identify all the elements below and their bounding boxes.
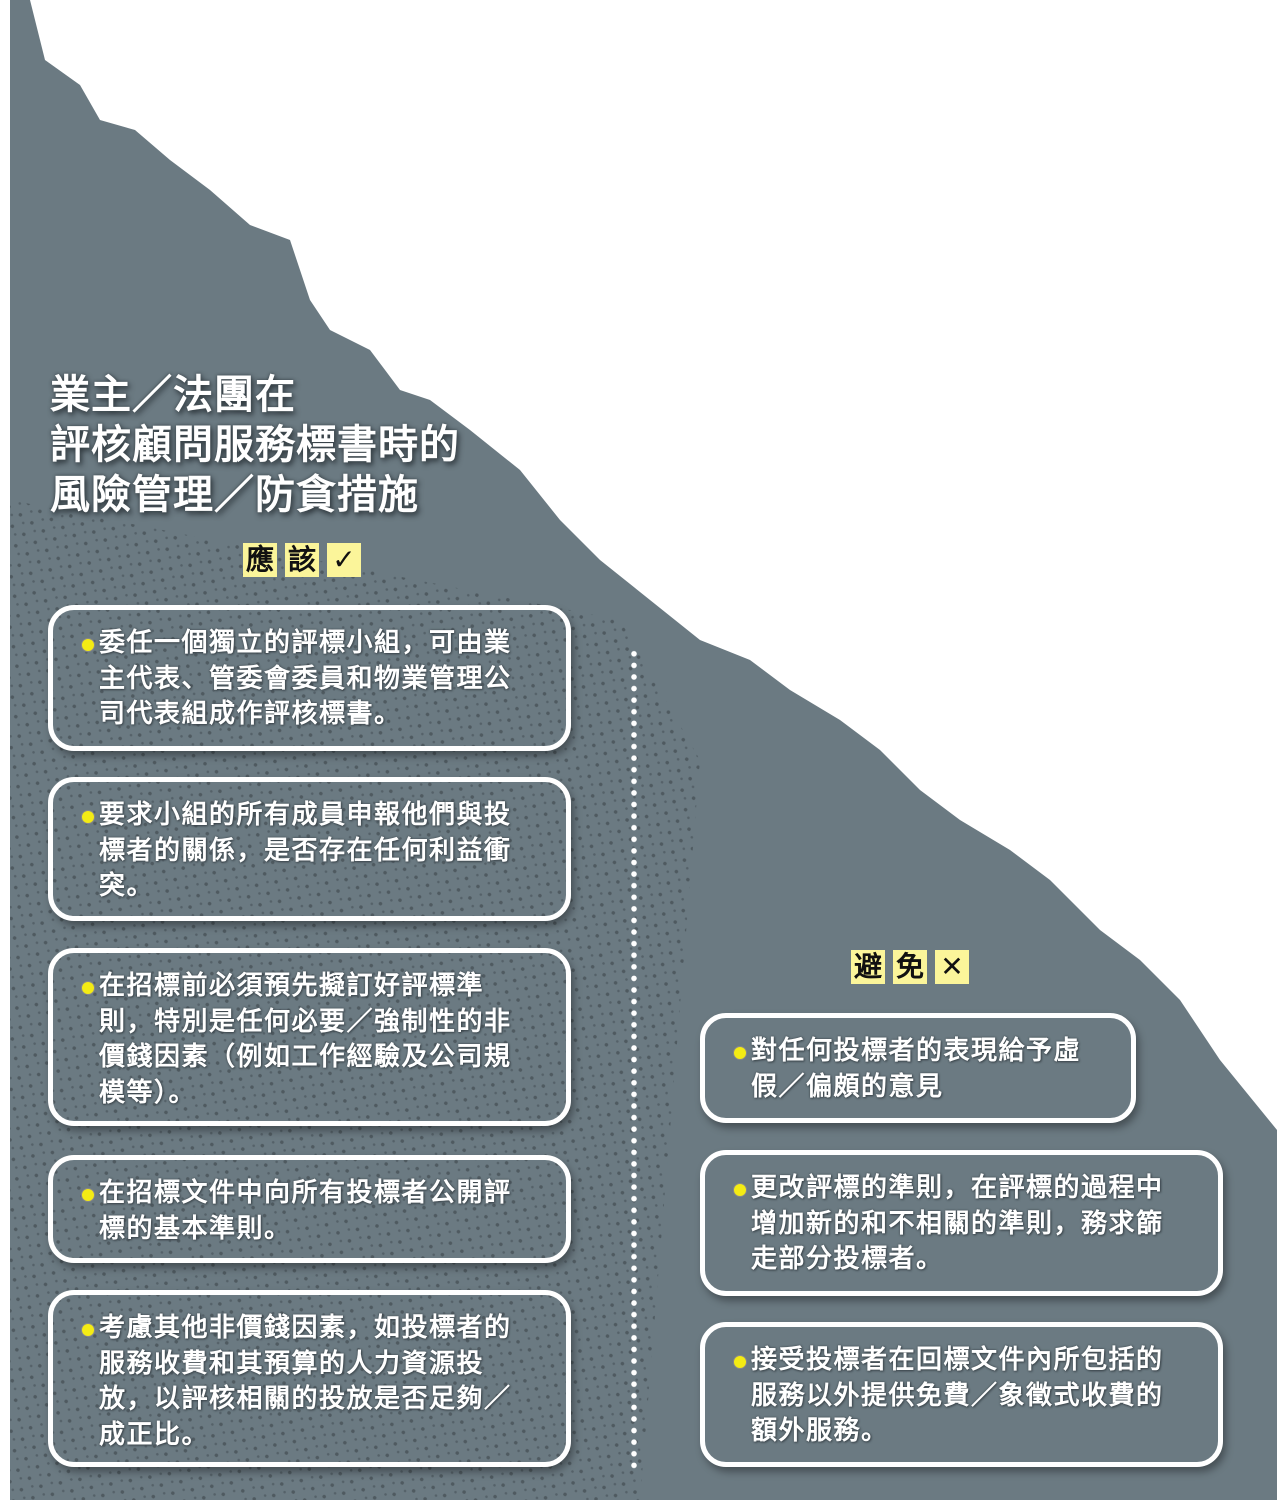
should-tag: 應 xyxy=(243,543,277,577)
item-text: 成正比。 xyxy=(99,1419,210,1450)
bullet-icon xyxy=(733,1046,747,1060)
bullet-icon xyxy=(733,1183,747,1197)
avoid-tag: 避 xyxy=(851,950,885,984)
item-text: 服務收費和其預算的人力資源投 xyxy=(99,1348,485,1379)
avoid-item: 對任何投標者的表現給予虛 假／偏頗的意見 xyxy=(700,1013,1136,1123)
item-text: 在招標文件中向所有投標者公開評 xyxy=(99,1178,512,1208)
dotted-divider xyxy=(631,648,637,1473)
item-text: 接受投標者在回標文件內所包括的 xyxy=(751,1345,1164,1375)
should-item: 委任一個獨立的評標小組，可由業 主代表、管委會委員和物業管理公 司代表組成作評核… xyxy=(48,605,571,751)
item-text: 則，特別是任何必要／強制性的非 xyxy=(99,1006,512,1037)
item-text: 要求小組的所有成員申報他們與投 xyxy=(99,800,512,830)
bullet-icon xyxy=(81,638,95,652)
item-text: 服務以外提供免費／象徵式收費的 xyxy=(751,1380,1164,1411)
item-text: 增加新的和不相關的準則，務求篩 xyxy=(751,1208,1164,1239)
bullet-icon xyxy=(81,1188,95,1202)
bullet-icon xyxy=(81,810,95,824)
title-line: 風險管理／防貪措施 xyxy=(50,472,419,518)
should-heading: 應 該 ✓ xyxy=(243,543,361,577)
avoid-item: 接受投標者在回標文件內所包括的 服務以外提供免費／象徵式收費的 額外服務。 xyxy=(700,1322,1223,1467)
item-text: 對任何投標者的表現給予虛 xyxy=(751,1036,1082,1066)
item-text: 放，以評核相關的投放是否足夠／ xyxy=(99,1384,512,1414)
item-text: 考慮其他非價錢因素，如投標者的 xyxy=(99,1313,512,1343)
should-item: 要求小組的所有成員申報他們與投 標者的關係，是否存在任何利益衝 突。 xyxy=(48,777,571,921)
bullet-icon xyxy=(81,1323,95,1337)
item-text: 走部分投標者。 xyxy=(751,1244,944,1274)
item-text: 委任一個獨立的評標小組，可由業 xyxy=(99,628,512,658)
should-item: 在招標文件中向所有投標者公開評 標的基本準則。 xyxy=(48,1155,571,1263)
title-line: 評核顧問服務標書時的 xyxy=(50,422,460,468)
cross-icon: ✕ xyxy=(935,950,969,984)
item-text: 價錢因素（例如工作經驗及公司規 xyxy=(99,1042,512,1072)
item-text: 假／偏頗的意見 xyxy=(751,1071,944,1102)
bullet-icon xyxy=(733,1355,747,1369)
bullet-icon xyxy=(81,981,95,995)
should-item: 在招標前必須預先擬訂好評標準 則，特別是任何必要／強制性的非 價錢因素（例如工作… xyxy=(48,948,571,1126)
item-text: 突。 xyxy=(99,871,155,901)
title-line: 業主／法團在 xyxy=(50,372,296,418)
item-text: 在招標前必須預先擬訂好評標準 xyxy=(99,971,485,1001)
page-title: 業主／法團在 評核顧問服務標書時的 風險管理／防貪措施 xyxy=(50,370,460,520)
item-text: 更改評標的準則，在評標的過程中 xyxy=(751,1173,1164,1203)
item-text: 標的基本準則。 xyxy=(99,1213,292,1244)
item-text: 額外服務。 xyxy=(751,1416,889,1446)
avoid-heading: 避 免 ✕ xyxy=(851,950,969,984)
item-text: 模等）。 xyxy=(99,1077,197,1108)
item-text: 標者的關係，是否存在任何利益衝 xyxy=(99,835,512,866)
should-tag: 該 xyxy=(285,543,319,577)
avoid-tag: 免 xyxy=(893,950,927,984)
avoid-item: 更改評標的準則，在評標的過程中 增加新的和不相關的準則，務求篩 走部分投標者。 xyxy=(700,1150,1223,1296)
check-icon: ✓ xyxy=(327,543,361,577)
should-item: 考慮其他非價錢因素，如投標者的 服務收費和其預算的人力資源投 放，以評核相關的投… xyxy=(48,1290,571,1467)
item-text: 主代表、管委會委員和物業管理公 xyxy=(99,663,512,694)
item-text: 司代表組成作評核標書。 xyxy=(99,699,402,729)
